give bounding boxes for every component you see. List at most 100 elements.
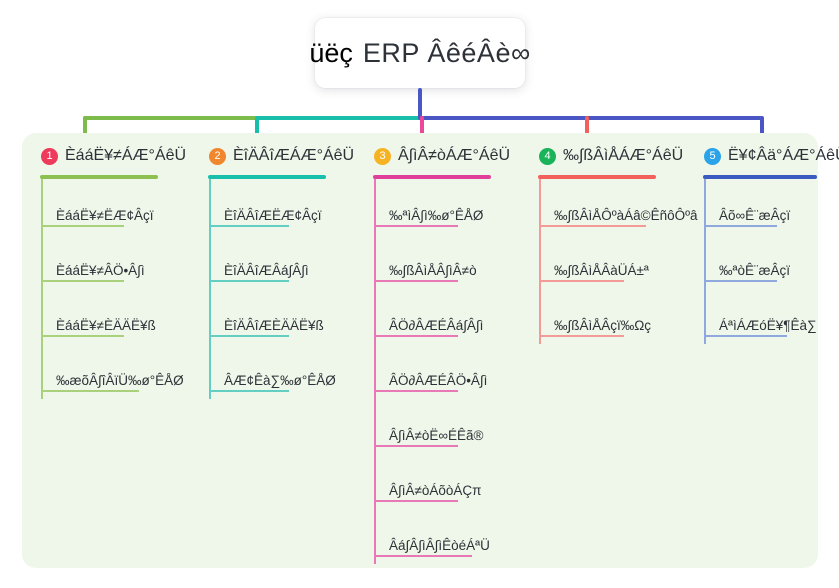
- branch-leaf-rule: [374, 225, 458, 227]
- branch-leaf[interactable]: ‰∫ßÂìÅÂàÜÁ±ª: [526, 234, 686, 289]
- branch-spine: [704, 179, 706, 344]
- branch-header-rule: [40, 175, 158, 179]
- branch-leaf-label: ‰∫ßÂìÅÂçï‰Ωç: [554, 318, 652, 333]
- root-node-card[interactable]: üëç ERP ÂêéÂè∞: [309, 18, 530, 88]
- branch-leaf-label: ÈîÄÂîÆËÆ¢Âçï: [224, 208, 322, 223]
- branch-header-product[interactable]: 4 ‰∫ßÂìÅÁÆ°ÁêÜ: [526, 143, 686, 169]
- thumbs-up-icon: üëç: [309, 37, 353, 68]
- branch-leaf-label: ‰ªìÂ∫ì‰ø°ÊÅØ: [389, 208, 484, 223]
- branch-leaf-label: Â∫ìÂ≠òË∞ÉÊã®: [389, 428, 484, 443]
- segment-green: [83, 116, 257, 120]
- branch-leaf-rule: [704, 280, 777, 282]
- branch-panel: [22, 133, 818, 568]
- branch-leaf[interactable]: Âá∫Â∫ìÂ∫ìÊòéÁªÜ: [361, 509, 526, 564]
- branch-leaf-rule: [539, 335, 624, 337]
- branch-leaf[interactable]: ÂÖ∂ÂÆÉÂÖ•Â∫ì: [361, 344, 526, 399]
- branch-leaf-label: ÈááË¥≠ËÆ¢Âçï: [56, 208, 154, 223]
- branch-item-list: ‰∫ßÂìÅÔºàÁâ©ÊñôÔºâ ‰∫ßÂìÅÂàÜÁ±ª ‰∫ßÂìÅÂçï‰…: [526, 179, 698, 344]
- branch-leaf-label: ‰∫ßÂìÅÂàÜÁ±ª: [554, 263, 649, 278]
- drop-finance: [760, 116, 764, 143]
- branch-spine: [374, 179, 376, 564]
- branch-header-rule: [538, 175, 656, 179]
- branch-spine: [539, 179, 541, 344]
- branch-leaf[interactable]: ‰∫ßÂìÅÂçï‰Ωç: [526, 289, 686, 344]
- branch-leaf[interactable]: ‰ªìÂ∫ì‰ø°ÊÅØ: [361, 179, 526, 234]
- branch-index-badge: 3: [374, 147, 391, 165]
- drop-purchase: [83, 116, 87, 143]
- branch-leaf[interactable]: ‰æõÂ∫îÂïÜ‰ø°ÊÅØ: [28, 344, 188, 399]
- branch-leaf-label: ÈîÄÂîÆÈÄÄË¥ß: [224, 318, 324, 333]
- branch-leaf[interactable]: ‰ªòÊ¨æÂçï: [691, 234, 839, 289]
- branch-leaf[interactable]: ‰∫ßÂìÅÔºàÁâ©ÊñôÔºâ: [526, 179, 698, 234]
- branch-index-badge: 2: [209, 147, 226, 165]
- branch-leaf[interactable]: Â∫ìÂ≠òË∞ÉÊã®: [361, 399, 526, 454]
- branch-leaf[interactable]: ÂÖ∂ÂÆÉÂá∫Â∫ì: [361, 289, 526, 344]
- branch-header-rule: [208, 175, 326, 179]
- drop-product: [585, 116, 589, 143]
- branch-leaf[interactable]: ÈîÄÂîÆËÆ¢Âçï: [196, 179, 356, 234]
- branch-leaf-rule: [41, 280, 124, 282]
- branch-leaf-label: ‰æõÂ∫îÂïÜ‰ø°ÊÅØ: [56, 373, 184, 388]
- branch-leaf-rule: [209, 390, 289, 392]
- branch-leaf-label: ÈááË¥≠ÈÄÄË¥ß: [56, 318, 156, 333]
- branch-column-product: 4 ‰∫ßÂìÅÁÆ°ÁêÜ ‰∫ßÂìÅÔºàÁâ©ÊñôÔºâ ‰∫ßÂìÅÂàÜ…: [526, 143, 698, 344]
- branch-leaf-rule: [209, 280, 289, 282]
- branch-leaf-label: ÂÖ∂ÂÆÉÂá∫Â∫ì: [389, 318, 484, 333]
- branch-leaf-label: Â∫ìÂ≠òÁõòÁÇπ: [389, 483, 482, 498]
- branch-title: ÈááË¥≠ÁÆ°ÁêÜ: [65, 147, 187, 164]
- branch-leaf-label: ÂÖ∂ÂÆÉÂÖ•Â∫ì: [389, 373, 488, 388]
- branch-leaf-rule: [539, 280, 624, 282]
- branch-leaf[interactable]: Â∫ìÂ≠òÁõòÁÇπ: [361, 454, 526, 509]
- drop-sales: [255, 116, 259, 143]
- branch-leaf-rule: [374, 390, 458, 392]
- branch-title: ‰∫ßÂìÅÁÆ°ÁêÜ: [563, 147, 684, 164]
- branch-leaf-rule: [704, 335, 787, 337]
- branch-leaf-rule: [704, 225, 777, 227]
- branch-spine: [209, 179, 211, 399]
- branch-header-rule: [373, 175, 491, 179]
- branch-leaf-label: ÈîÄÂîÆÂá∫Â∫ì: [224, 263, 309, 278]
- branch-spine: [41, 179, 43, 399]
- trunk-line: [418, 88, 422, 120]
- drop-inventory: [420, 116, 424, 143]
- branch-leaf[interactable]: ‰∫ßÂìÅÂ∫ìÂ≠ò: [361, 234, 526, 289]
- branch-leaf-label: Âõ∞Ê¨æÂçï: [719, 208, 791, 223]
- branch-index-badge: 5: [704, 147, 721, 165]
- branch-title: Ë¥¢Âä°ÁÆ°ÁêÜ: [728, 147, 839, 164]
- branch-leaf[interactable]: Âõ∞Ê¨æÂçï: [691, 179, 839, 234]
- branch-leaf-rule: [374, 555, 472, 557]
- branch-leaf-rule: [374, 335, 458, 337]
- branch-header-finance[interactable]: 5 Ë¥¢Âä°ÁÆ°ÁêÜ: [691, 143, 839, 169]
- segment-teal: [255, 116, 422, 120]
- branch-leaf[interactable]: ÈááË¥≠ËÆ¢Âçï: [28, 179, 188, 234]
- branch-leaf[interactable]: ÂÆ¢Êà∑‰ø°ÊÅØ: [196, 344, 356, 399]
- branch-leaf-rule: [539, 225, 646, 227]
- branch-leaf-label: ÈááË¥≠ÂÖ•Â∫ì: [56, 263, 145, 278]
- branch-leaf-rule: [41, 390, 139, 392]
- branch-leaf-label: ‰∫ßÂìÅÔºàÁâ©ÊñôÔºâ: [554, 208, 698, 223]
- branch-leaf[interactable]: ÈááË¥≠ÂÖ•Â∫ì: [28, 234, 188, 289]
- branch-header-sales[interactable]: 2 ÈîÄÂîÆÁÆ°ÁêÜ: [196, 143, 356, 169]
- branch-header-rule: [703, 175, 817, 179]
- branch-leaf-rule: [209, 225, 289, 227]
- branch-leaf-rule: [209, 335, 289, 337]
- branch-leaf[interactable]: ÈîÄÂîÆÈÄÄË¥ß: [196, 289, 356, 344]
- root-node-title: ERP ÂêéÂè∞: [362, 37, 531, 68]
- branch-leaf[interactable]: ÈááË¥≠ÈÄÄË¥ß: [28, 289, 188, 344]
- segment-blue: [420, 116, 762, 120]
- branch-leaf[interactable]: ÈîÄÂîÆÂá∫Â∫ì: [196, 234, 356, 289]
- branch-index-badge: 4: [539, 147, 556, 165]
- branch-leaf-rule: [374, 445, 458, 447]
- branch-title: ÈîÄÂîÆÁÆ°ÁêÜ: [233, 147, 355, 164]
- branch-leaf[interactable]: ÁªìÁÆóË¥¶Êà∑: [691, 289, 839, 344]
